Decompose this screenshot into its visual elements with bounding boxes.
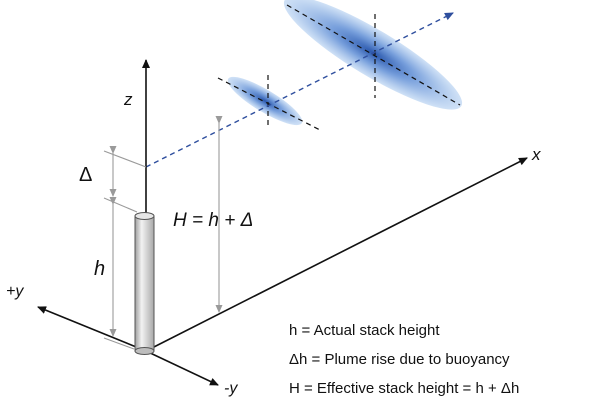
- x-axis: [145, 157, 528, 352]
- plume-large: [283, 0, 463, 110]
- stack-height-label: h: [94, 258, 105, 280]
- plume-small: [227, 76, 303, 126]
- y-axis-negative: [145, 350, 219, 386]
- stack: [134, 212, 155, 355]
- dimension-lines: [103, 116, 223, 350]
- legend-line-3: H = Effective stack height = h + Δh: [289, 380, 519, 397]
- plume-centerline: [145, 12, 454, 168]
- effective-height-label: H = h + Δ: [173, 210, 253, 231]
- legend: h = Actual stack height Δh = Plume rise …: [289, 322, 519, 397]
- legend-line-1: h = Actual stack height: [289, 322, 440, 339]
- delta-label: Δ: [79, 164, 92, 186]
- y-positive-label: +y: [6, 283, 24, 300]
- y-axis-positive: [37, 306, 147, 352]
- plume-large-crosshair-horizontal: [286, 4, 461, 106]
- z-axis-label: z: [123, 90, 133, 109]
- legend-line-2: Δh = Plume rise due to buoyancy: [289, 351, 510, 368]
- x-axis-label: x: [531, 145, 541, 164]
- y-negative-label: -y: [224, 380, 238, 397]
